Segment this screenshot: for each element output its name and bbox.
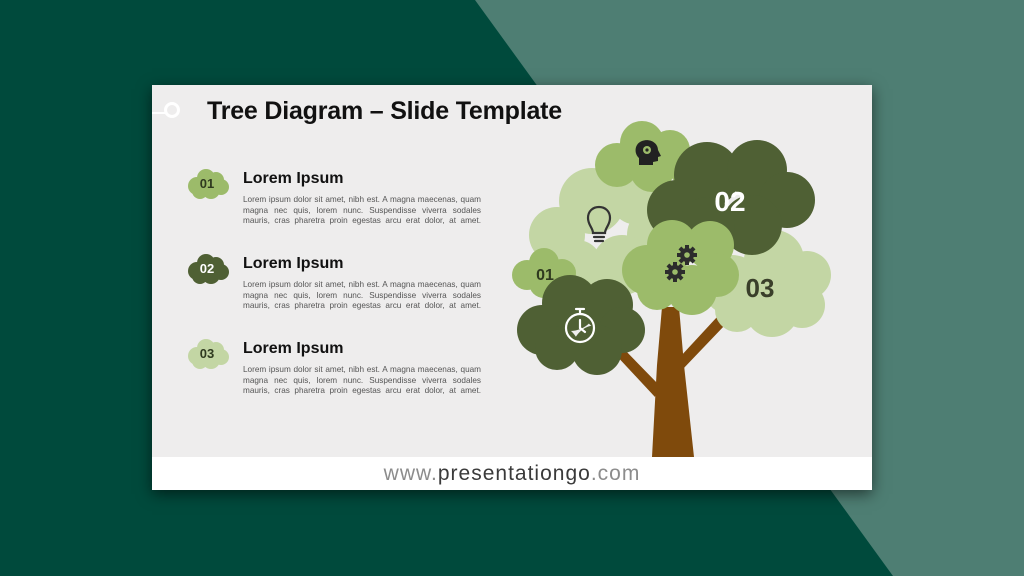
tree-cloud-light-right xyxy=(702,230,831,337)
tree-label-01: 01 xyxy=(536,267,554,284)
title-connector-line xyxy=(152,112,166,114)
head-gears-icon xyxy=(635,140,661,165)
tree-trunk xyxy=(614,307,725,457)
item-heading: Lorem Ipsum xyxy=(243,340,344,357)
badge-number: 01 xyxy=(199,176,215,191)
footer-url-brand: presentationgo xyxy=(437,462,591,485)
stopwatch-icon xyxy=(564,307,596,344)
tree-label-03: 03 xyxy=(746,273,775,303)
tree-label-02: 02 xyxy=(714,186,745,217)
item-heading: Lorem Ipsum xyxy=(243,170,344,187)
footer-url-suffix: .com xyxy=(590,462,641,485)
footer-url-prefix: www. xyxy=(383,462,438,485)
item-heading: Lorem Ipsum xyxy=(243,255,344,272)
slide: Tree Diagram – Slide Template 01 Lorem I… xyxy=(152,85,872,490)
cloud-badge-03 xyxy=(188,339,229,369)
badge-number: 03 xyxy=(199,346,215,361)
tree-cloud-mid-center xyxy=(622,220,739,315)
tree-illustration: 02 03 01 xyxy=(512,121,831,457)
footer-url: www.presentationgo.com xyxy=(152,457,872,490)
badge-number: 02 xyxy=(199,261,215,276)
cloud-badge-02 xyxy=(188,254,229,284)
lightbulb-icon xyxy=(586,205,612,243)
slide-title: Tree Diagram – Slide Template xyxy=(207,97,562,125)
item-text: Lorem ipsum dolor sit amet, nibh est. A … xyxy=(243,195,481,226)
gears-icon xyxy=(665,245,697,282)
item-text: Lorem ipsum dolor sit amet, nibh est. A … xyxy=(243,280,481,311)
cloud-badge-01 xyxy=(188,169,229,199)
title-ring-icon xyxy=(164,102,180,118)
item-text: Lorem ipsum dolor sit amet, nibh est. A … xyxy=(243,365,481,396)
